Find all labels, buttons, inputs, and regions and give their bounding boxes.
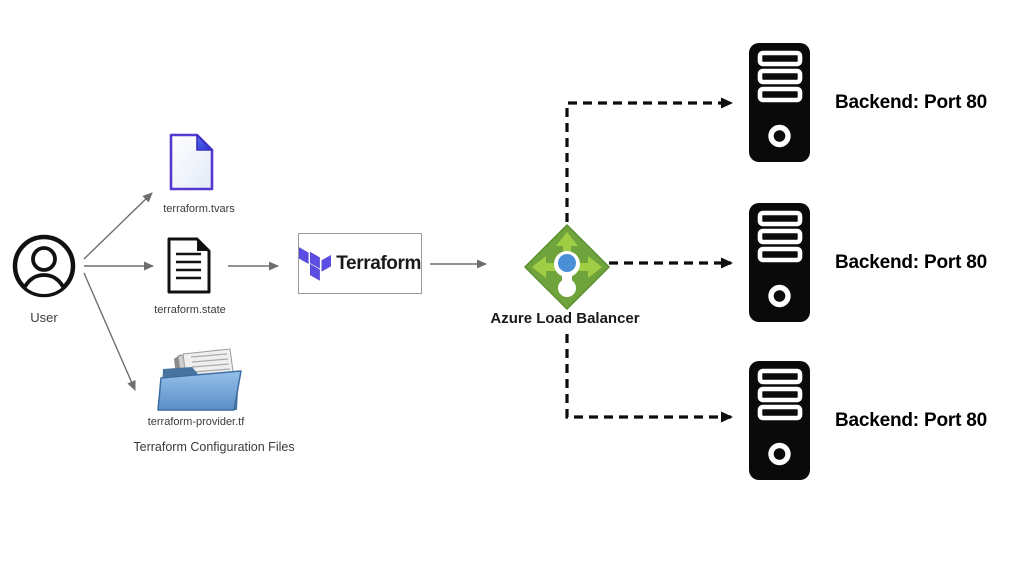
tvars-file-label: terraform.tvars xyxy=(163,203,235,215)
terraform-label: Terraform xyxy=(336,252,421,274)
backend-node-3: Backend: Port 80 xyxy=(749,361,987,480)
config-files-group-label: Terraform Configuration Files xyxy=(133,440,295,454)
provider-file-label: terraform-provider.tf xyxy=(147,416,245,428)
terraform-logo-icon xyxy=(299,246,332,281)
state-file-label: terraform.state xyxy=(154,304,226,316)
backend-label-3: Backend: Port 80 xyxy=(835,409,988,431)
backend-node-1: Backend: Port 80 xyxy=(749,43,987,162)
dashed-arrow-lb-to-backend-3 xyxy=(565,334,733,423)
state-file-icon xyxy=(167,237,211,294)
server-icon xyxy=(749,361,810,480)
backend-label-1: Backend: Port 80 xyxy=(835,91,988,113)
azure-load-balancer-icon xyxy=(523,223,611,311)
server-icon xyxy=(749,203,810,322)
user-label: User xyxy=(30,310,58,325)
provider-folder-icon xyxy=(157,348,242,411)
arrow-user-to-tvars xyxy=(83,192,153,260)
load-balancer-label: Azure Load Balancer xyxy=(490,310,640,327)
backend-node-2: Backend: Port 80 xyxy=(749,203,987,322)
server-icon xyxy=(749,43,810,162)
arrow-user-to-provider xyxy=(83,272,136,391)
tvars-file-icon xyxy=(169,133,214,191)
user-icon xyxy=(12,234,76,298)
terraform-node: Terraform xyxy=(298,233,422,294)
backend-label-2: Backend: Port 80 xyxy=(835,251,988,273)
dashed-arrow-lb-to-backend-1 xyxy=(565,97,733,222)
